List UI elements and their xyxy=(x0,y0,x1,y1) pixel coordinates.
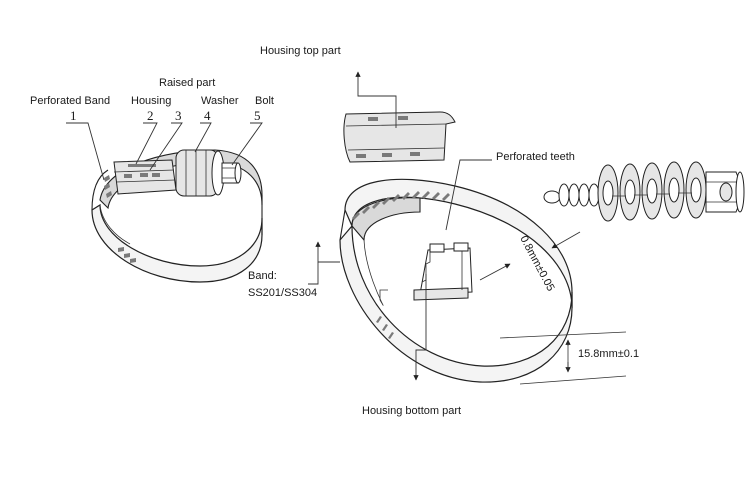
label-raised-part: Raised part xyxy=(159,77,215,89)
leader-band xyxy=(315,241,340,263)
band-inner-line xyxy=(363,239,384,306)
housing-slot xyxy=(152,173,160,177)
clamp-bolt xyxy=(221,162,242,184)
width-extension-bottom xyxy=(519,375,627,385)
clamp-housing-line xyxy=(113,169,175,173)
leader-housing-bottom xyxy=(413,274,427,381)
part-number-1: 1 xyxy=(70,108,77,123)
left-callouts: Perforated Band Raised part Housing Wash… xyxy=(30,77,317,299)
bolt-thread xyxy=(543,183,600,207)
housing-bottom-part xyxy=(413,242,473,301)
housing-top-part: Housing top part xyxy=(260,45,456,163)
label-housing-top-part: Housing top part xyxy=(260,45,341,57)
width-extension-top xyxy=(499,331,627,339)
leader-2 xyxy=(135,122,158,165)
housing-top-slot xyxy=(356,154,366,158)
part-number-2: 2 xyxy=(147,108,154,123)
housing-slot xyxy=(124,174,132,178)
label-housing-bottom-part: Housing bottom part xyxy=(362,405,461,417)
clamp-washer xyxy=(175,149,225,197)
housing-top-slot xyxy=(398,116,408,120)
leader-3 xyxy=(149,122,183,171)
leader-housing-top xyxy=(355,71,397,128)
thickness-arrow-in xyxy=(479,263,511,281)
washer-stack xyxy=(597,161,707,222)
housing-slot xyxy=(140,173,148,177)
leader-5 xyxy=(231,122,263,166)
label-perforated-teeth: Perforated teeth xyxy=(496,151,575,163)
leader-band-to-label xyxy=(308,262,319,285)
housing-top-slot xyxy=(410,152,420,156)
bolt-head xyxy=(705,171,745,213)
housing-raised-part xyxy=(128,164,156,167)
band-perforations xyxy=(104,175,136,263)
label-washer: Washer xyxy=(201,95,239,107)
band-end-tab xyxy=(379,289,388,300)
bolt-washer-assembly xyxy=(543,161,745,222)
clamp-band-edge xyxy=(91,169,109,211)
band-outer-bottom xyxy=(339,224,573,383)
housing-top-slot xyxy=(382,153,392,157)
exploded-band: Perforated teeth Housing bottom part 0.8… xyxy=(308,151,639,417)
clamp-housing-line xyxy=(115,179,176,183)
part-number-3: 3 xyxy=(175,108,182,123)
thickness-arrow-out xyxy=(551,231,581,249)
housing-top-slot xyxy=(368,117,378,121)
label-band-material: SS201/SS304 xyxy=(248,287,317,299)
label-housing: Housing xyxy=(131,95,171,107)
clamp-band-front xyxy=(91,203,263,283)
housing-top-line xyxy=(347,147,445,151)
leader-1 xyxy=(66,122,105,181)
leader-perforated-teeth xyxy=(445,159,492,231)
band-perforated-teeth xyxy=(352,191,450,339)
part-number-5: 5 xyxy=(254,108,261,123)
label-band-title: Band: xyxy=(248,270,277,282)
dimension-width: 15.8mm±0.1 xyxy=(578,348,639,360)
part-number-4: 4 xyxy=(204,108,211,123)
leader-4 xyxy=(194,122,212,153)
clamp-band-overlap xyxy=(99,204,131,245)
label-bolt: Bolt xyxy=(255,95,274,107)
label-perforated-band: Perforated Band xyxy=(30,95,110,107)
band-edge xyxy=(339,209,346,241)
assembled-clamp xyxy=(91,149,263,283)
